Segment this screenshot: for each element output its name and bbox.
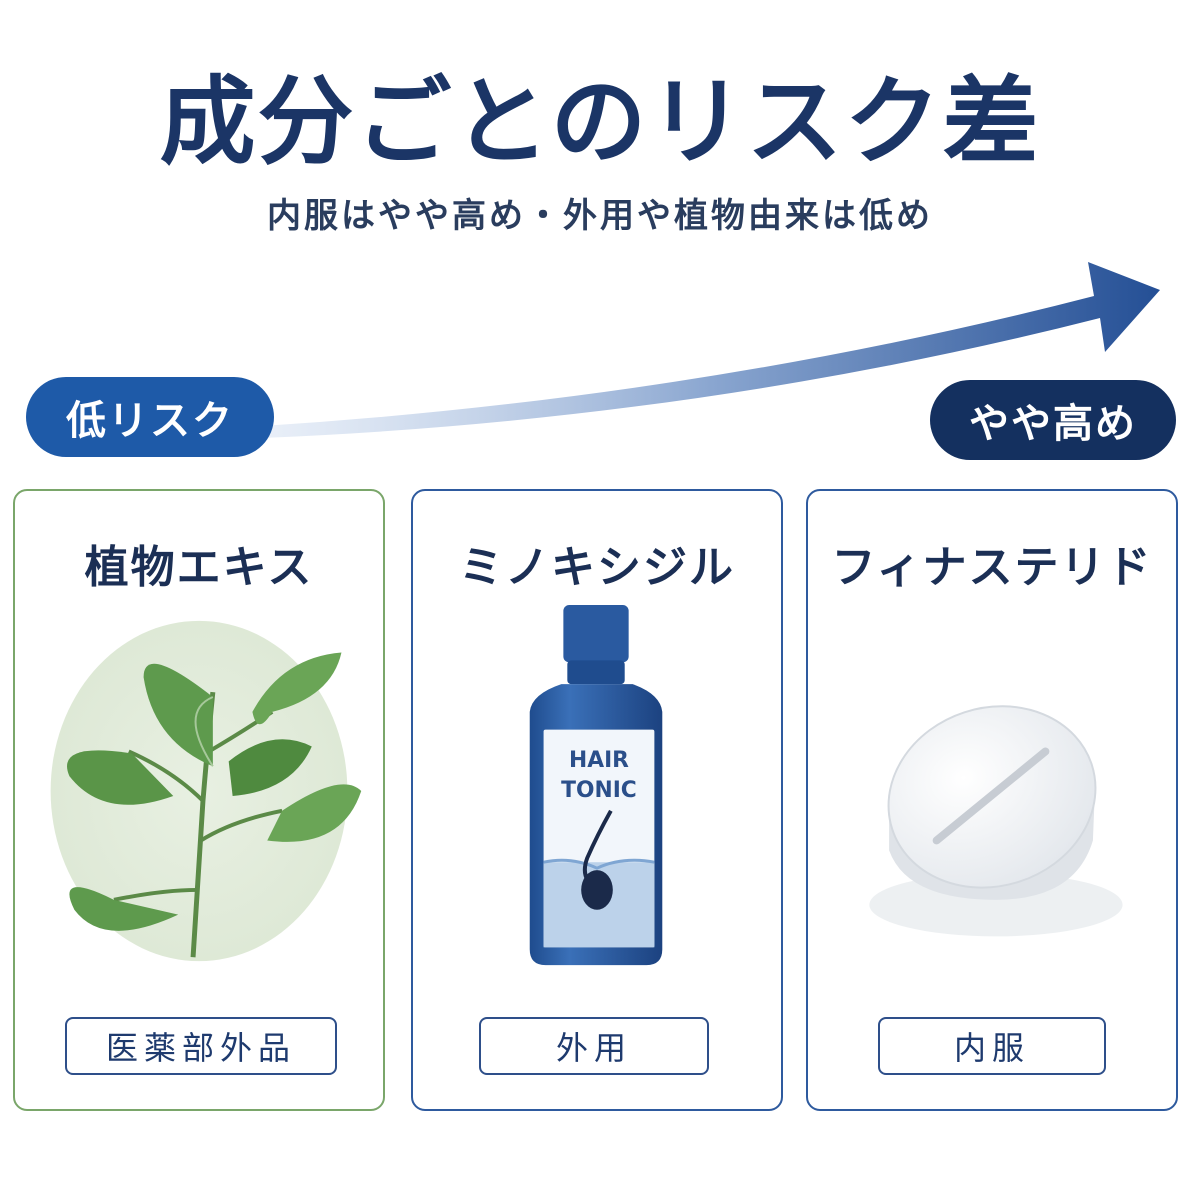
high-risk-label: やや高め [930,380,1176,460]
card-title: フィナステリド [831,542,1153,593]
category-tag: 内服 [878,1017,1106,1075]
risk-arrow-icon [262,262,1160,438]
page-subtitle: 内服はやや高め・外用や植物由来は低め [267,196,933,236]
bottle-label-line1: HAIR [569,748,629,773]
card-plant-extract: 植物エキス 医薬部外品 [13,489,385,1111]
category-tag: 医薬部外品 [65,1017,337,1075]
pill-icon [869,705,1123,937]
bottle-label-line2: TONIC [561,778,637,803]
card-finasteride: フィナステリド 内服 [806,489,1178,1111]
low-risk-label: 低リスク [26,377,274,457]
card-title: 植物エキス [84,542,314,593]
page-title: 成分ごとのリスク差 [159,66,1041,178]
leaf-icon [50,620,362,962]
category-tag: 外用 [479,1017,709,1075]
bottle-icon: HAIR TONIC [529,605,663,966]
card-minoxidil: ミノキシジル HAIR TONIC 外用 [411,489,783,1111]
card-title: ミノキシジル [459,542,735,593]
